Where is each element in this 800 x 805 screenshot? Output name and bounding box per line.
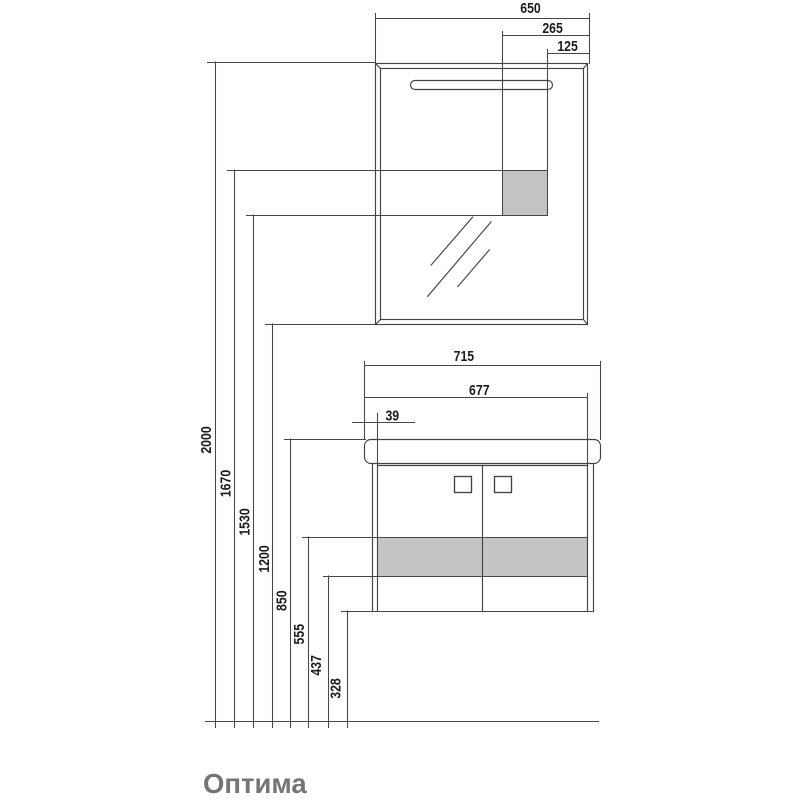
svg-text:677: 677 [469,382,490,398]
svg-text:328: 328 [327,678,343,699]
svg-text:2000: 2000 [198,426,214,454]
svg-text:265: 265 [542,20,563,36]
svg-text:650: 650 [520,0,541,16]
svg-text:850: 850 [273,590,289,611]
svg-text:715: 715 [454,348,475,364]
svg-text:1530: 1530 [236,508,252,536]
svg-text:39: 39 [385,407,399,423]
svg-text:555: 555 [291,624,307,645]
svg-text:1200: 1200 [256,545,272,573]
svg-text:437: 437 [308,655,324,676]
svg-text:125: 125 [557,38,578,54]
svg-text:1670: 1670 [217,469,233,497]
svg-text:Оптима: Оптима [203,768,307,799]
